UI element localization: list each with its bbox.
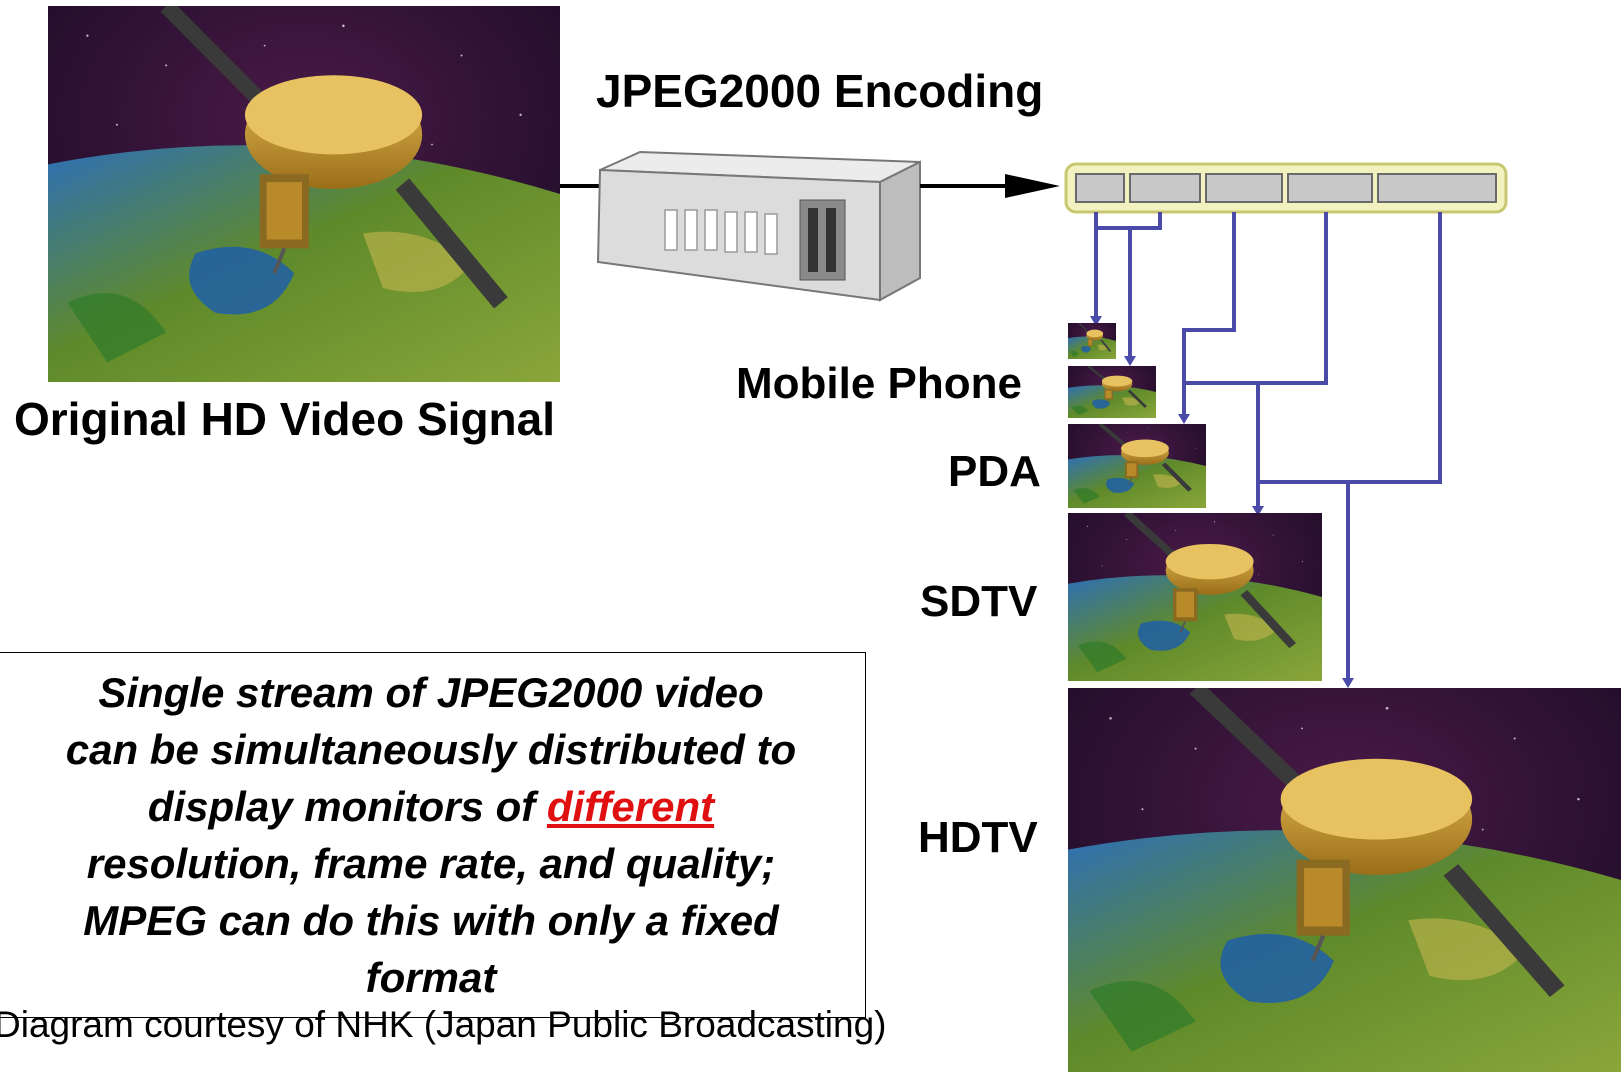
tiny-thumbnail bbox=[1068, 323, 1116, 359]
source-caption: Original HD Video Signal bbox=[14, 393, 556, 445]
satellite-earth-image bbox=[1068, 424, 1206, 508]
sdtv-thumbnail bbox=[1068, 513, 1322, 681]
note-line-1: Single stream of JPEG2000 video bbox=[98, 669, 764, 716]
note-line-4: resolution, frame rate, and quality; bbox=[86, 840, 776, 887]
satellite-earth-image bbox=[1068, 366, 1156, 418]
connector-lines bbox=[1094, 212, 1442, 682]
pda-thumbnail bbox=[1068, 424, 1206, 508]
label-sdtv: SDTV bbox=[920, 577, 1038, 626]
label-pda: PDA bbox=[948, 447, 1041, 496]
note-line-2: can be simultaneously distributed to bbox=[65, 726, 797, 773]
note-emphasis: different bbox=[546, 783, 715, 830]
note-line-3-prefix: display monitors of bbox=[147, 783, 547, 830]
mobile-phone-thumbnail bbox=[1068, 366, 1156, 418]
hdtv-thumbnail bbox=[1068, 688, 1621, 1072]
satellite-earth-image bbox=[1068, 323, 1116, 359]
label-mobile-phone: Mobile Phone bbox=[736, 359, 1022, 408]
encoding-title: JPEG2000 Encoding bbox=[596, 65, 1044, 117]
arrow-icon bbox=[920, 174, 1060, 198]
label-hdtv: HDTV bbox=[918, 813, 1038, 862]
bitstream-icon bbox=[1064, 162, 1508, 214]
note-line-5: MPEG can do this with only a fixed bbox=[83, 897, 779, 944]
credit-text: Diagram courtesy of NHK (Japan Public Br… bbox=[0, 1004, 887, 1045]
encoder-box-icon bbox=[596, 150, 921, 302]
note-box: Single stream of JPEG2000 video can be s… bbox=[0, 652, 866, 1018]
note-text: Single stream of JPEG2000 video can be s… bbox=[58, 664, 804, 1006]
satellite-earth-image bbox=[1068, 688, 1621, 1072]
satellite-earth-image bbox=[1068, 513, 1322, 681]
note-line-6: format bbox=[365, 954, 497, 1001]
